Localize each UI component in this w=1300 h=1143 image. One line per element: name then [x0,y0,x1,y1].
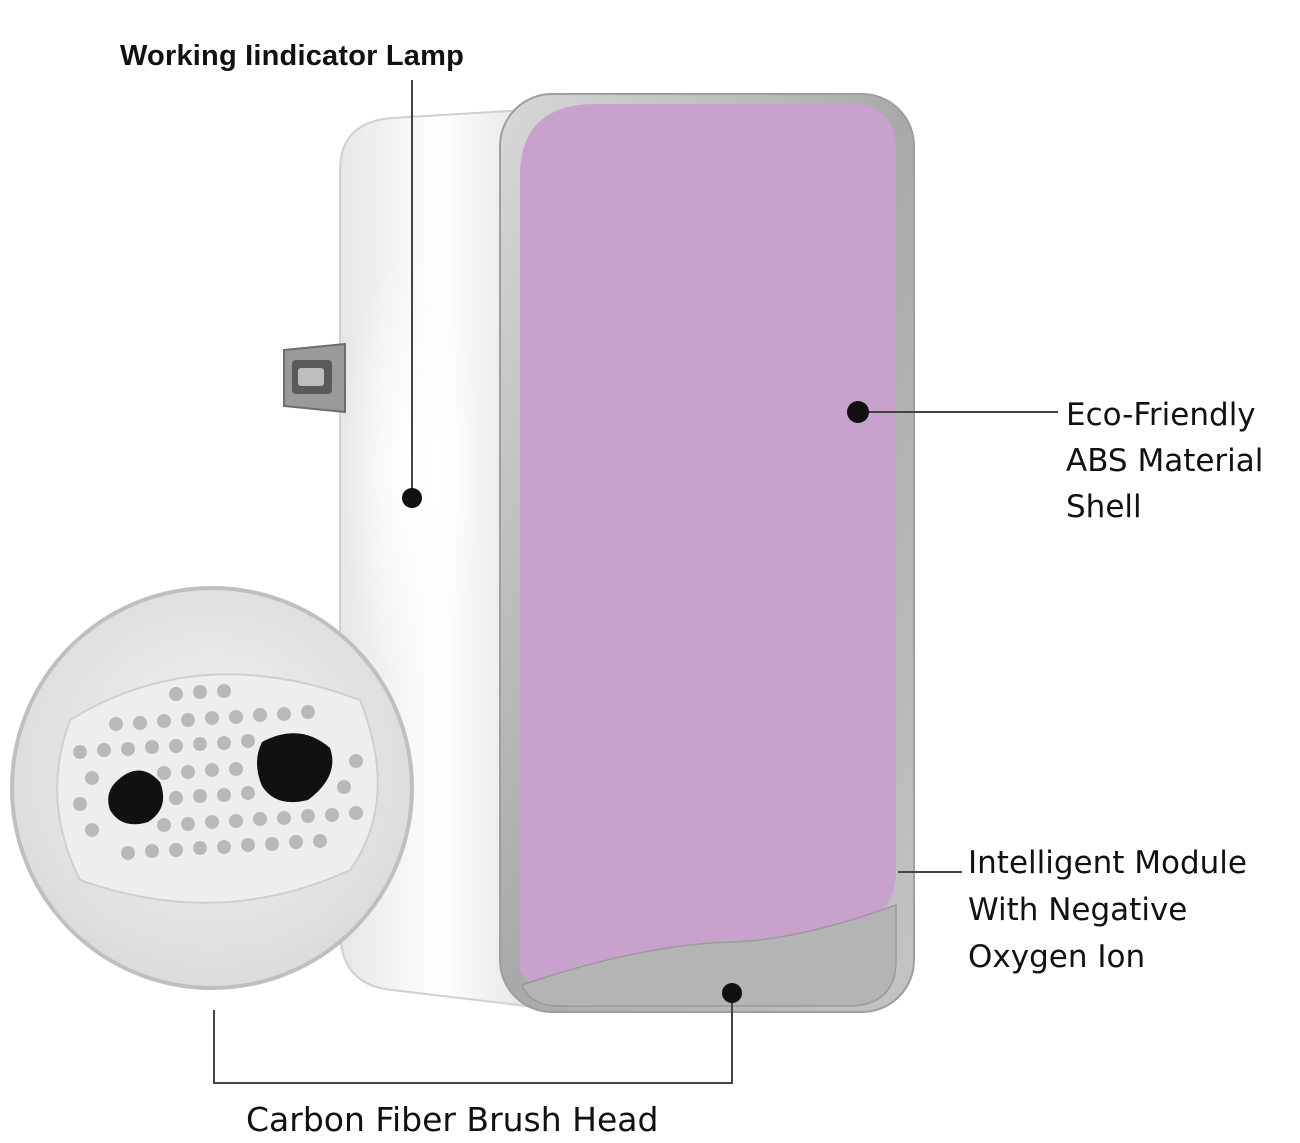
vent-hole [193,789,207,803]
vent-hole [181,713,195,727]
vent-hole [229,814,243,828]
vent-hole [97,743,111,757]
label-shell-line: ABS Material [1066,443,1264,479]
vent-hole [253,708,267,722]
magnified-socket-view [10,586,414,990]
device-front-panel [520,104,896,986]
vent-hole [241,786,255,800]
vent-hole [121,742,135,756]
vent-hole [277,811,291,825]
vent-hole [169,791,183,805]
vent-hole [121,846,135,860]
device-bottom-strip [521,903,897,1007]
vent-hole [157,766,171,780]
vent-hole [169,739,183,753]
vent-hole [217,788,231,802]
vent-hole [133,716,147,730]
vent-hole [145,844,159,858]
vent-hole [241,734,255,748]
vent-hole [157,818,171,832]
vent-hole [217,684,231,698]
vent-hole [313,834,327,848]
vent-hole [85,823,99,837]
callout-dot-shell [847,401,869,423]
vent-hole [193,841,207,855]
vent-hole [145,740,159,754]
vent-hole [277,707,291,721]
vent-hole [205,815,219,829]
vent-hole [85,771,99,785]
vent-hole [349,754,363,768]
vent-hole [109,717,123,731]
vent-hole [205,763,219,777]
label-module-line: Intelligent Module [968,845,1247,881]
label-shell: Eco-Friendly ABS Material Shell [1066,392,1263,530]
label-module-line: With Negative [968,892,1188,928]
socket-hole-icon [108,770,164,825]
callout-dot-brush [722,983,742,1003]
vent-hole [265,837,279,851]
vent-hole [193,685,207,699]
vent-hole [241,838,255,852]
vent-hole-icon [73,684,363,860]
vent-hole [349,806,363,820]
socket-hole-icon [257,733,333,803]
vent-hole [181,817,195,831]
vent-hole [337,780,351,794]
label-module-line: Oxygen Ion [968,939,1146,975]
vent-hole [193,737,207,751]
vent-hole [169,843,183,857]
vent-hole [73,745,87,759]
label-brush-head: Carbon Fiber Brush Head [246,1100,659,1139]
vent-hole [181,765,195,779]
label-shell-line: Shell [1066,489,1142,525]
plug-prong-icon [283,342,346,414]
callout-dot-lamp [402,488,422,508]
vent-hole [73,797,87,811]
vent-hole [217,736,231,750]
label-shell-line: Eco-Friendly [1066,397,1256,433]
vent-hole [301,809,315,823]
vent-hole [301,705,315,719]
vent-hole [205,711,219,725]
vent-hole [169,687,183,701]
vent-hole [325,808,339,822]
vent-hole [229,762,243,776]
label-indicator-lamp: Working Iindicator Lamp [120,40,465,72]
vent-hole [229,710,243,724]
leader-line-brush [213,993,733,1084]
vent-hole [253,812,267,826]
vent-hole [217,840,231,854]
vent-hole [289,835,303,849]
vent-hole [157,714,171,728]
label-module: Intelligent Module With Negative Oxygen … [968,840,1247,981]
